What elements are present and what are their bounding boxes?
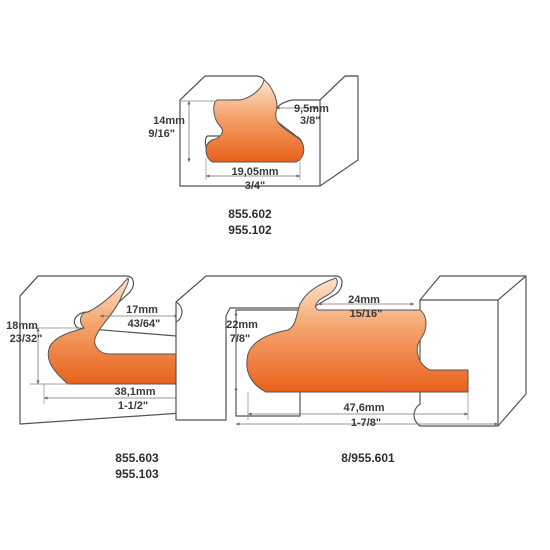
left-height-mm: 18mm xyxy=(6,320,38,332)
middle-block xyxy=(175,275,343,421)
right-code-1: 8/955.601 xyxy=(341,451,395,465)
top-depth-in: 3/8" xyxy=(300,115,321,127)
right-profile-cavity xyxy=(246,277,469,393)
top-width-mm: 19,05mm xyxy=(231,166,278,178)
left-code-1: 855.603 xyxy=(115,451,159,465)
top-height-in: 9/16" xyxy=(148,128,175,140)
top-depth-mm: 9,5mm xyxy=(294,103,329,115)
top-profile-cavity xyxy=(205,79,305,163)
left-height-in: 23/32" xyxy=(10,333,43,345)
right-width-mm: 47,6mm xyxy=(344,402,385,414)
profile-top: 14mm 9/16" 9,5mm 3/8" 19,05mm 3/4" 855.6… xyxy=(148,75,359,237)
right-block-right xyxy=(413,275,527,427)
profile-right: 22mm 7/8" 24mm 15/16" 47,6mm 1-7/8" 8/95… xyxy=(226,275,527,465)
right-width-in: 1-7/8" xyxy=(351,417,381,429)
top-height-mm: 14mm xyxy=(153,115,185,127)
left-code-2: 955.103 xyxy=(115,467,159,481)
right-height-mm: 22mm xyxy=(226,319,258,331)
top-width-in: 3/4" xyxy=(245,180,266,192)
top-code-2: 955.102 xyxy=(228,223,272,237)
right-depth-in: 15/16" xyxy=(350,308,383,320)
right-depth-mm: 24mm xyxy=(348,294,380,306)
left-depth-mm: 17mm xyxy=(126,304,158,316)
top-code-1: 855.602 xyxy=(228,207,272,221)
right-height-in: 7/8" xyxy=(230,333,251,345)
left-width-in: 1-1/2" xyxy=(118,400,148,412)
left-depth-in: 43/64" xyxy=(128,318,161,330)
left-width-mm: 38,1mm xyxy=(115,386,156,398)
